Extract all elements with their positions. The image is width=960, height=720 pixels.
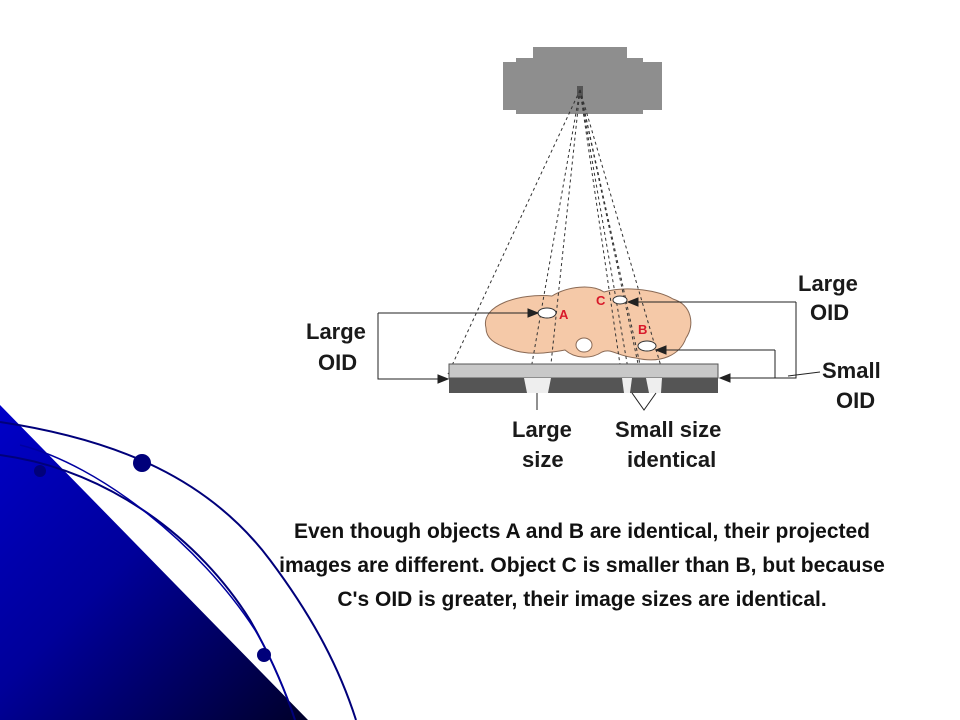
- label-small-oid-line1: Small: [822, 358, 881, 383]
- objects: A C B: [537, 293, 657, 352]
- decorative-dot-medium: [257, 648, 271, 662]
- image-a-projection: [524, 378, 551, 393]
- receptor-top-layer: [448, 363, 719, 379]
- label-large-oid-left-line2: OID: [318, 350, 357, 375]
- beam-outer-right: [579, 89, 666, 381]
- object-b-label: B: [638, 322, 647, 337]
- xray-beams: [447, 89, 666, 393]
- tube-housing: [503, 47, 662, 114]
- large-oid-left-bracket: [377, 313, 440, 380]
- label-large-size-line2: size: [522, 447, 564, 472]
- caption-line1: Even though objects A and B are identica…: [294, 520, 870, 543]
- caption: Even though objects A and B are identica…: [279, 520, 885, 611]
- corner-decoration: [0, 405, 357, 720]
- label-large-oid-left-line1: Large: [306, 319, 366, 344]
- small-oid-arrow: [654, 345, 667, 355]
- patient-body: [485, 286, 692, 361]
- patient-outline: [485, 286, 692, 361]
- decorative-dot-small: [34, 465, 46, 477]
- label-small-size-line2: identical: [627, 447, 716, 472]
- large-oid-left-arrow-top: [527, 308, 540, 318]
- label-large-oid-right-line2: OID: [810, 300, 849, 325]
- label-small-size-line1: Small size: [615, 417, 721, 442]
- small-size-leader: [631, 392, 657, 411]
- diagram-labels: Large OID Large OID Small OID Large size…: [306, 271, 881, 472]
- decorative-arc-3: [19, 444, 289, 701]
- large-oid-left-arrow-bottom: [437, 374, 450, 384]
- caption-line2: images are different. Object C is smalle…: [279, 554, 885, 577]
- image-receptor: [448, 363, 719, 393]
- small-oid-pointer: [787, 371, 821, 377]
- object-a-label: A: [559, 307, 569, 322]
- object-a-shape: [537, 307, 557, 319]
- beam-a-right: [547, 89, 581, 393]
- object-c-shape: [612, 295, 628, 305]
- caption-line3: C's OID is greater, their image sizes ar…: [337, 588, 826, 611]
- decorative-arc-1: [0, 421, 357, 720]
- label-large-oid-right-line1: Large: [798, 271, 858, 296]
- label-small-oid-line2: OID: [836, 388, 875, 413]
- receptor-arrow-right: [718, 373, 731, 383]
- corner-wedge: [0, 405, 308, 720]
- spine-vertebra: [575, 337, 593, 353]
- leader-lines: [377, 297, 821, 411]
- beam-b-left: [579, 89, 625, 393]
- object-b-shape: [637, 340, 657, 352]
- label-large-size-line1: Large: [512, 417, 572, 442]
- image-b-projection: [646, 378, 662, 393]
- decorative-dot-large: [133, 454, 151, 472]
- large-oid-right-arrow: [626, 297, 639, 307]
- large-oid-right-bracket: [728, 302, 797, 379]
- object-c-label: C: [596, 293, 606, 308]
- image-c-projection: [622, 378, 632, 393]
- receptor-bottom-layer: [449, 378, 718, 393]
- beam-outer-left: [447, 89, 581, 375]
